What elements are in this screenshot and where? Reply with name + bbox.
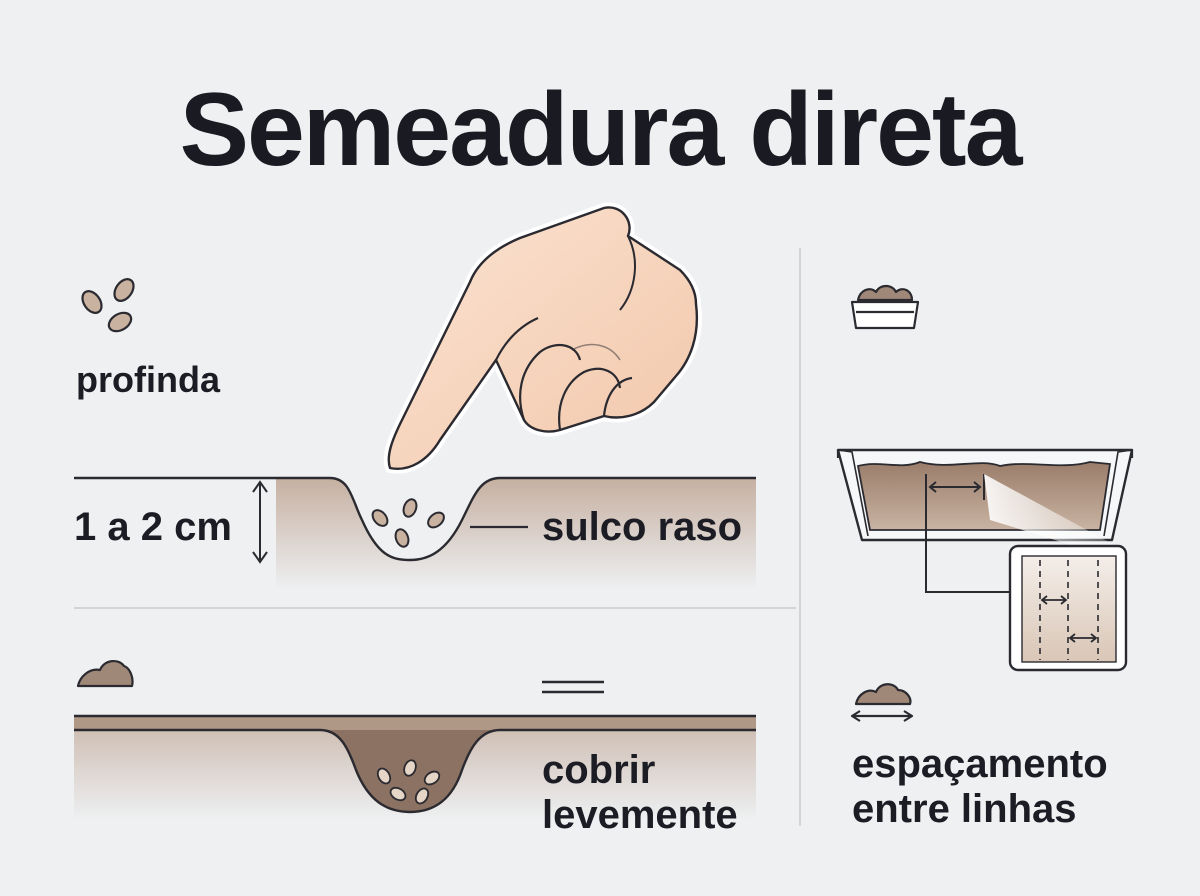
seed-tray-icon xyxy=(850,284,920,330)
soil-mound-icon xyxy=(76,660,134,688)
magnifier-beam xyxy=(984,474,1120,560)
furrow-seeds xyxy=(371,498,445,548)
page-title: Semeadura direta xyxy=(179,72,1023,188)
depth-label: 1 a 2 cm xyxy=(74,505,232,549)
covered-soil-fade xyxy=(74,730,756,820)
spacing-label: espaçamento entre linhas xyxy=(852,742,1108,832)
furrow-line-bottom xyxy=(74,728,756,814)
level-icon xyxy=(542,680,604,694)
pointing-hand-icon xyxy=(383,202,702,474)
tray-spacing-arrow xyxy=(925,474,985,500)
furrow-label: sulco raso xyxy=(542,505,743,549)
inset-leader-line xyxy=(925,500,1012,593)
cover-label: cobrir levemente xyxy=(542,748,738,838)
cover-label-line1: cobrir xyxy=(542,748,656,792)
depth-title-label: profinda xyxy=(76,359,220,400)
seeds-icon xyxy=(81,278,135,333)
cover-label-line2: levemente xyxy=(542,792,738,837)
inset-closeup xyxy=(1008,544,1128,672)
ground-line-top xyxy=(74,476,756,562)
spacing-arrow-icon xyxy=(850,683,914,722)
spacing-label-line2: entre linhas xyxy=(852,786,1077,831)
depth-arrow xyxy=(252,480,268,564)
covered-seeds xyxy=(376,759,441,805)
spacing-label-line1: espaçamento xyxy=(852,742,1108,786)
furrow-soil-fill xyxy=(276,478,756,590)
